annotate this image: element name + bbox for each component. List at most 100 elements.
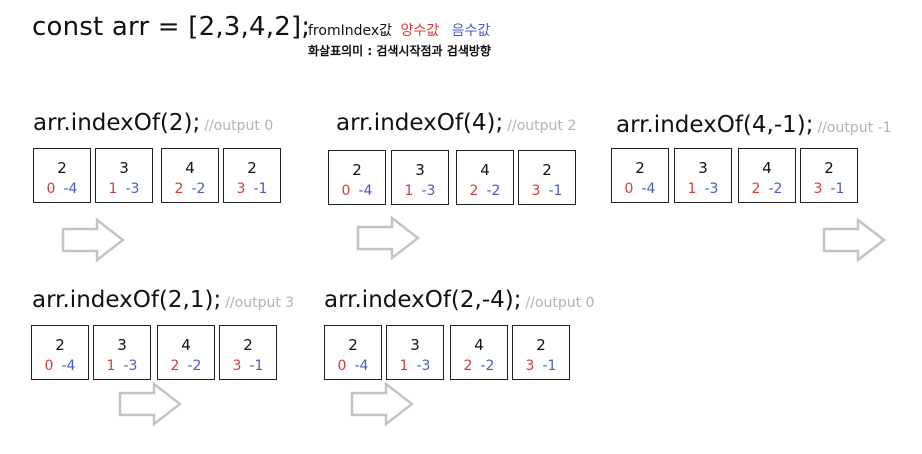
- negative-index: -2: [486, 183, 501, 199]
- positive-index: 3: [236, 181, 246, 197]
- cell-value: 2: [542, 161, 552, 179]
- positive-index: 1: [404, 183, 414, 199]
- positive-index: 0: [337, 358, 347, 374]
- positive-index: 2: [174, 181, 184, 197]
- negative-index: -4: [354, 358, 369, 374]
- positive-index: 2: [170, 358, 180, 374]
- cell-value: 2: [348, 336, 358, 354]
- call-code: arr.indexOf(2,-4);: [324, 287, 522, 313]
- negative-index: -2: [768, 181, 783, 197]
- output-comment: //output -1: [817, 120, 892, 136]
- cell-value: 4: [185, 159, 195, 177]
- negative-index: -3: [123, 358, 138, 374]
- right-arrow-icon: [118, 382, 182, 426]
- call-code: arr.indexOf(4,-1);: [616, 112, 814, 138]
- positive-index: 2: [463, 358, 473, 374]
- cell-value: 3: [698, 159, 708, 177]
- legend-from-index: fromIndex값: [308, 23, 393, 39]
- legend: fromIndex값 양수값 음수값: [308, 20, 494, 40]
- cell-value: 2: [824, 159, 834, 177]
- output-comment: //output 0: [525, 295, 595, 311]
- legend-arrow-meaning: 화살표의미 : 검색시작점과 검색방향: [308, 44, 491, 58]
- positive-index: 0: [341, 183, 351, 199]
- positive-index: 3: [531, 183, 541, 199]
- cell-value: 2: [352, 161, 362, 179]
- cell-value: 4: [474, 336, 484, 354]
- negative-index: -4: [61, 358, 76, 374]
- negative-index: -4: [63, 181, 78, 197]
- negative-index: -3: [416, 358, 431, 374]
- cell-value: 2: [243, 336, 253, 354]
- cell-value: 2: [55, 336, 65, 354]
- negative-index: -1: [548, 183, 563, 199]
- call-code: arr.indexOf(4);: [336, 110, 504, 136]
- call-code: arr.indexOf(2,1);: [32, 287, 222, 313]
- positive-index: 1: [108, 181, 118, 197]
- right-arrow-icon: [356, 216, 420, 260]
- output-comment: //output 2: [507, 118, 577, 134]
- positive-index: 1: [399, 358, 409, 374]
- negative-index: -3: [704, 181, 719, 197]
- positive-index: 3: [525, 358, 535, 374]
- negative-index: -3: [421, 183, 436, 199]
- positive-index: 0: [624, 181, 634, 197]
- call-label: arr.indexOf(2,-4);//output 0: [324, 287, 594, 313]
- call-code: arr.indexOf(2);: [33, 110, 201, 136]
- negative-index: -1: [249, 358, 264, 374]
- legend-positive: 양수값: [400, 23, 440, 39]
- array-declaration: const arr = [2,3,4,2];: [32, 12, 311, 42]
- negative-index: -3: [125, 181, 140, 197]
- legend-negative: 음수값: [451, 23, 491, 39]
- call-label: arr.indexOf(2);//output 0: [33, 110, 273, 136]
- negative-index: -1: [830, 181, 845, 197]
- negative-index: -4: [358, 183, 373, 199]
- right-arrow-icon: [350, 382, 414, 426]
- positive-index: 3: [232, 358, 242, 374]
- positive-index: 0: [46, 181, 56, 197]
- positive-index: 1: [687, 181, 697, 197]
- call-label: arr.indexOf(2,1);//output 3: [32, 287, 294, 313]
- negative-index: -2: [480, 358, 495, 374]
- cell-value: 2: [536, 336, 546, 354]
- right-arrow-icon: [822, 218, 886, 262]
- right-arrow-icon: [61, 218, 125, 262]
- cell-value: 4: [480, 161, 490, 179]
- cell-value: 4: [762, 159, 772, 177]
- cell-value: 3: [410, 336, 420, 354]
- call-label: arr.indexOf(4);//output 2: [336, 110, 576, 136]
- cell-value: 3: [117, 336, 127, 354]
- cell-value: 2: [247, 159, 257, 177]
- output-comment: //output 0: [204, 118, 274, 134]
- cell-value: 2: [635, 159, 645, 177]
- output-comment: //output 3: [225, 295, 295, 311]
- call-label: arr.indexOf(4,-1);//output -1: [616, 112, 892, 138]
- positive-index: 0: [44, 358, 54, 374]
- cell-value: 4: [181, 336, 191, 354]
- positive-index: 1: [106, 358, 116, 374]
- cell-value: 3: [119, 159, 129, 177]
- cell-value: 3: [415, 161, 425, 179]
- negative-index: -4: [641, 181, 656, 197]
- negative-index: -2: [191, 181, 206, 197]
- positive-index: 3: [813, 181, 823, 197]
- negative-index: -1: [542, 358, 557, 374]
- cell-value: 2: [57, 159, 67, 177]
